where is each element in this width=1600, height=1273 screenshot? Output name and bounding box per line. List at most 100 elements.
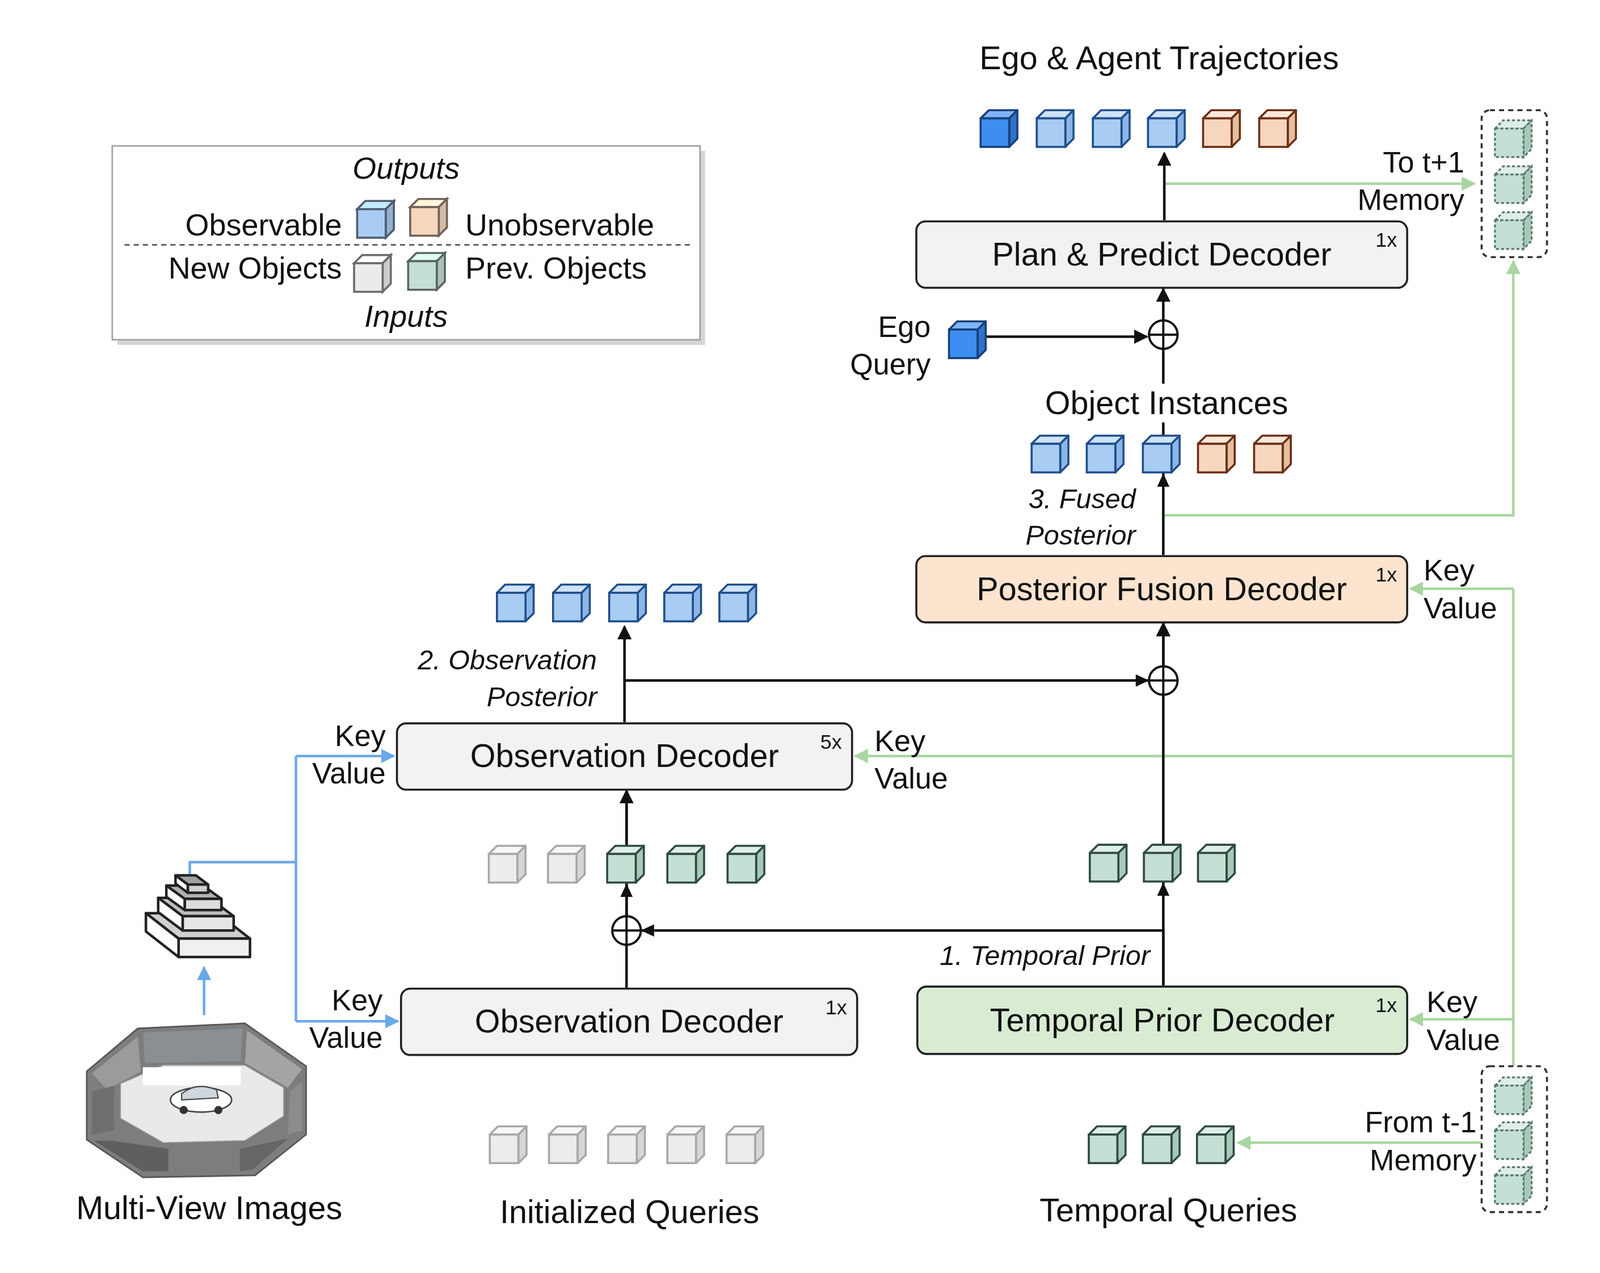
arrow-heads xyxy=(620,473,1170,938)
prev-object-cube xyxy=(1089,844,1127,882)
new-object-cube xyxy=(488,845,526,883)
annotation-label: From t-1 Memory xyxy=(1326,1104,1477,1180)
annotation-label: 2. Observation Posterior xyxy=(377,641,597,715)
prev-object-cube xyxy=(1143,844,1181,882)
ego-cube xyxy=(949,321,987,359)
legend-text: Unobservable xyxy=(465,207,696,244)
decoder-name: Posterior Fusion Decoder xyxy=(976,570,1347,609)
observable-cube xyxy=(1092,110,1130,147)
legend-swatches xyxy=(354,199,448,293)
decoder-name: Temporal Prior Decoder xyxy=(990,1001,1336,1040)
new-object-cube xyxy=(667,1126,705,1164)
memory-wire xyxy=(1410,587,1514,590)
swatch-front xyxy=(410,207,439,236)
decoder-box: Observation Decoder 1x xyxy=(400,987,859,1056)
feature-wire xyxy=(296,754,395,757)
observable-cube xyxy=(719,584,757,622)
new-object-cube xyxy=(489,1126,527,1164)
annotation-label: Key Value xyxy=(1426,983,1519,1060)
repeat-count: 1x xyxy=(825,995,848,1020)
sum-symbol xyxy=(1148,666,1178,695)
arrow-head xyxy=(1156,473,1170,487)
swatch-front xyxy=(354,263,383,292)
legend-swatch xyxy=(407,253,445,290)
swatch-front xyxy=(356,209,386,238)
prev-object-cube xyxy=(1088,1126,1126,1164)
feature-wire xyxy=(202,967,205,1016)
feature-wire xyxy=(190,862,297,876)
annotation-label: Outputs xyxy=(255,149,558,187)
ego-cube xyxy=(980,110,1018,147)
memory-cube xyxy=(1495,166,1532,204)
new-object-cube xyxy=(608,1126,646,1164)
unobservable-cube xyxy=(1253,435,1291,473)
decoder-name: Observation Decoder xyxy=(474,1003,784,1042)
annotation-label: Key Value xyxy=(874,722,967,798)
decoder-box: Temporal Prior Decoder 1x xyxy=(916,985,1409,1055)
legend-swatch xyxy=(354,255,391,293)
annotation-label: Ego & Agent Trajectories xyxy=(853,38,1466,78)
observable-cube xyxy=(1142,435,1180,473)
memory-cube xyxy=(1495,212,1532,250)
observable-cube xyxy=(1031,435,1069,473)
output-wire xyxy=(1163,153,1166,221)
unobservable-cube xyxy=(1197,435,1235,473)
repeat-count: 1x xyxy=(1375,563,1397,587)
prev-object-cube xyxy=(1197,844,1235,882)
memory-box xyxy=(1481,110,1547,258)
flow-connector xyxy=(626,790,1164,987)
memory-wires xyxy=(855,183,1514,1144)
repeat-count: 1x xyxy=(1375,228,1397,252)
legend-swatch xyxy=(410,199,448,237)
swatch-side xyxy=(382,255,391,293)
annotation-label: Key Value xyxy=(293,717,386,793)
flow-connector xyxy=(624,623,1164,723)
annotation-label: Key Value xyxy=(1423,552,1516,628)
decoder-box: Observation Decoder5x xyxy=(396,722,854,791)
annotation-label: Object Instances xyxy=(1045,383,1289,423)
arrow-head xyxy=(620,883,633,898)
prev-object-cube xyxy=(667,845,705,883)
legend-text: New Objects xyxy=(91,250,343,288)
annotation-label: 3. Fused Posterior xyxy=(990,480,1136,554)
legend-frame xyxy=(112,145,701,340)
decoder-box: Posterior Fusion Decoder 1x xyxy=(915,554,1409,623)
sum-symbol xyxy=(1148,320,1178,349)
memory-wire xyxy=(1410,1017,1514,1021)
observable-cube xyxy=(609,584,647,622)
prev-object-cube xyxy=(1142,1126,1180,1164)
unobservable-cube xyxy=(1259,110,1296,147)
output-wire xyxy=(622,626,626,681)
arrow-head xyxy=(1156,882,1170,896)
annotation-label: Ego Query xyxy=(816,308,931,384)
repeat-count: 1x xyxy=(1375,994,1397,1018)
annotation-label: To t+1 Memory xyxy=(1316,144,1465,220)
output-wire xyxy=(985,335,1147,338)
decoder-name: Observation Decoder xyxy=(470,737,780,776)
observable-cube xyxy=(1086,435,1124,473)
memory-cube xyxy=(1495,120,1532,158)
memory-cube xyxy=(1495,1167,1532,1204)
decoder-box: Plan & Predict Decoder1x xyxy=(915,220,1409,289)
flow-connector xyxy=(1161,623,1165,986)
new-object-cube xyxy=(726,1126,764,1164)
annotation-label: 1. Temporal Prior xyxy=(847,937,1151,975)
observable-cube xyxy=(553,584,591,622)
legend-swatch xyxy=(356,200,394,238)
annotation-label: Initialized Queries xyxy=(425,1192,834,1232)
swatch-side xyxy=(385,200,394,238)
memory-wire xyxy=(855,754,1514,757)
annotation-label: Key Value xyxy=(291,981,383,1058)
prev-object-cube xyxy=(727,845,765,883)
feature-wire xyxy=(294,756,297,1022)
annotation-label: Temporal Queries xyxy=(964,1190,1373,1230)
swatch-side xyxy=(436,253,445,290)
new-object-cube xyxy=(548,845,585,883)
observable-cube xyxy=(1036,110,1074,147)
new-object-cube xyxy=(549,1126,587,1164)
memory-cube xyxy=(1495,1122,1532,1160)
feature-pyramid xyxy=(145,875,250,958)
prev-object-cube xyxy=(1197,1126,1235,1164)
arrow-head xyxy=(1135,674,1149,688)
